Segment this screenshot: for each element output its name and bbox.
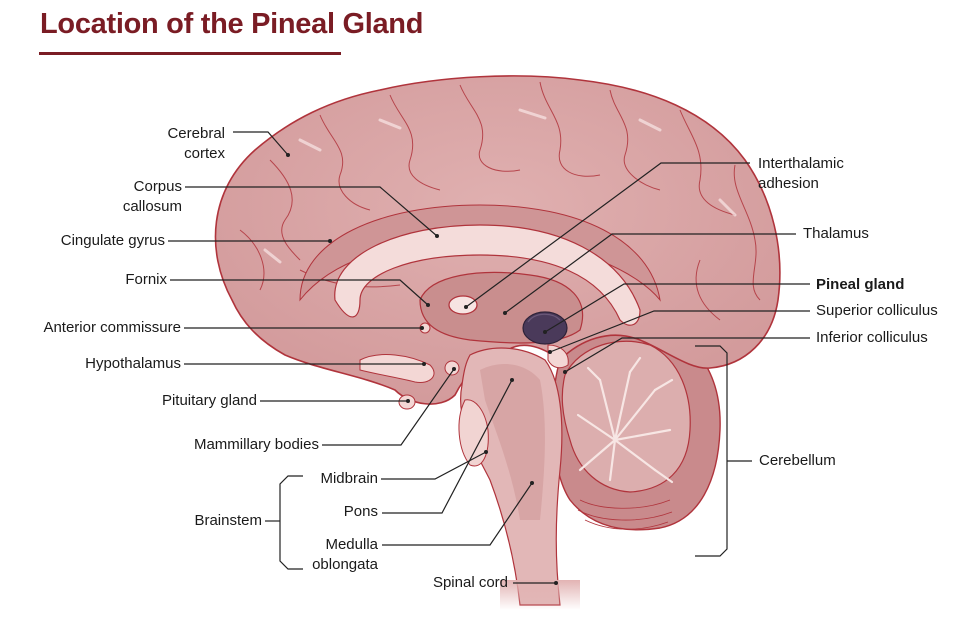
label-line: Cerebral (167, 125, 225, 142)
label-line: callosum (122, 198, 182, 215)
corpus-callosum-shape (334, 224, 641, 326)
label-line: oblongata (312, 556, 378, 573)
label-pons: Pons (343, 503, 378, 520)
label-mammillary-bodies: Mammillary bodies (193, 436, 319, 453)
label-line: Corpus (133, 178, 182, 195)
label-pineal-gland: Pineal gland (816, 276, 905, 293)
label-line: Interthalamic (758, 155, 844, 172)
label-pituitary-gland: Pituitary gland (161, 392, 257, 409)
label-medulla-oblongata: Medulla oblongata (312, 535, 378, 575)
label-line: Medulla (325, 536, 378, 553)
label-cerebral-cortex: Cerebral cortex (167, 124, 225, 164)
diagram-title: Location of the Pineal Gland (40, 8, 424, 40)
label-thalamus: Thalamus (803, 225, 869, 242)
mammillary-shape (444, 360, 460, 376)
pineal-gland-shape (522, 311, 568, 345)
interthalamic-adhesion-shape (448, 295, 478, 315)
label-line: cortex (184, 145, 225, 162)
label-fornix: Fornix (125, 271, 167, 288)
label-superior-colliculus: Superior colliculus (816, 302, 938, 319)
label-anterior-commissure: Anterior commissure (43, 319, 181, 336)
label-brainstem: Brainstem (194, 512, 262, 529)
label-hypothalamus: Hypothalamus (85, 355, 181, 372)
label-corpus-callosum: Corpus callosum (123, 177, 182, 217)
label-cerebellum: Cerebellum (759, 452, 836, 469)
label-line: adhesion (758, 175, 819, 192)
label-interthalamic-adhesion: Interthalamic adhesion (758, 154, 844, 194)
title-underline (39, 52, 341, 55)
label-spinal-cord: Spinal cord (432, 574, 508, 591)
label-cingulate-gyrus: Cingulate gyrus (60, 232, 165, 249)
leader-dots (286, 153, 567, 585)
leader-lines (168, 131, 810, 584)
label-midbrain: Midbrain (320, 470, 378, 487)
label-inferior-colliculus: Inferior colliculus (816, 329, 928, 346)
